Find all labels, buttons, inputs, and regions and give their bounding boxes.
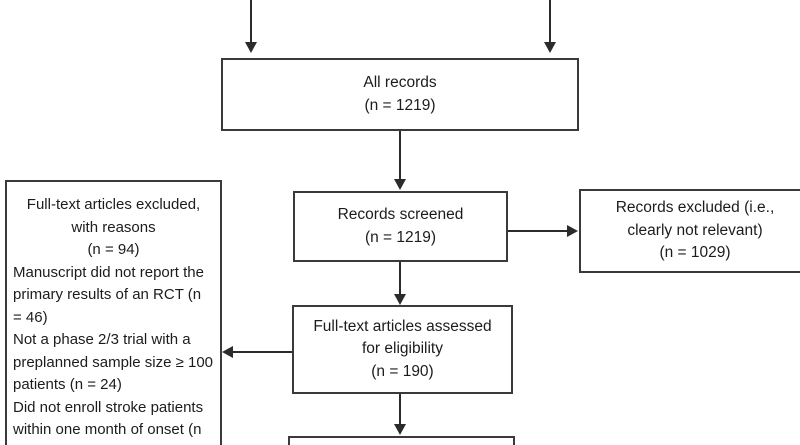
- top-right-inflow-line: [549, 0, 551, 42]
- top-right-inflow-arrowhead: [544, 42, 556, 53]
- full-text-excluded-reason-1: Manuscript did not report the primary re…: [13, 263, 204, 326]
- full-text-excluded-box: Full-text articles excluded, with reason…: [5, 180, 222, 445]
- all-records-to-screened-line: [399, 131, 401, 179]
- screened-to-excluded-line: [508, 230, 568, 232]
- screened-to-fulltext-line: [399, 262, 401, 294]
- top-left-inflow-arrowhead: [245, 42, 257, 53]
- all-records-count: (n = 1219): [364, 96, 436, 114]
- records-excluded-line-2: clearly not relevant): [627, 221, 763, 239]
- records-excluded-count: (n = 1029): [659, 244, 731, 262]
- full-text-assessed-line-1: Full-text articles assessed: [313, 317, 492, 335]
- fulltext-to-bottom-line: [399, 394, 401, 424]
- full-text-excluded-heading-2: with reasons: [71, 218, 156, 236]
- full-text-excluded-count: (n = 94): [87, 241, 140, 258]
- records-screened-count: (n = 1219): [364, 228, 437, 246]
- all-records-box: All records (n = 1219): [221, 58, 579, 131]
- all-records-label: All records: [363, 74, 437, 92]
- fulltext-to-bottom-arrowhead: [394, 424, 406, 435]
- records-excluded-box: Records excluded (i.e., clearly not rele…: [579, 189, 800, 273]
- full-text-assessed-line-2: for eligibility: [362, 340, 443, 358]
- records-screened-box: Records screened (n = 1219): [293, 191, 508, 262]
- full-text-excluded-reason-2: Not a phase 2/3 trial with a preplanned …: [13, 331, 214, 393]
- full-text-excluded-heading-1: Full-text articles excluded,: [26, 196, 201, 213]
- fulltext-to-excluded-arrowhead: [222, 346, 233, 358]
- screened-to-fulltext-arrowhead: [394, 294, 406, 305]
- included-studies-box: [288, 436, 515, 445]
- full-text-assessed-box: Full-text articles assessed for eligibil…: [292, 305, 513, 394]
- all-records-to-screened-arrowhead: [394, 179, 406, 190]
- screened-to-excluded-arrowhead: [567, 225, 578, 237]
- fulltext-to-excluded-line: [233, 351, 292, 353]
- full-text-assessed-count: (n = 190): [371, 362, 434, 380]
- records-screened-label: Records screened: [337, 206, 464, 224]
- top-left-inflow-line: [250, 0, 252, 42]
- full-text-excluded-reason-3: Did not enroll stroke patients within on…: [13, 398, 204, 445]
- records-excluded-line-1: Records excluded (i.e.,: [615, 199, 775, 217]
